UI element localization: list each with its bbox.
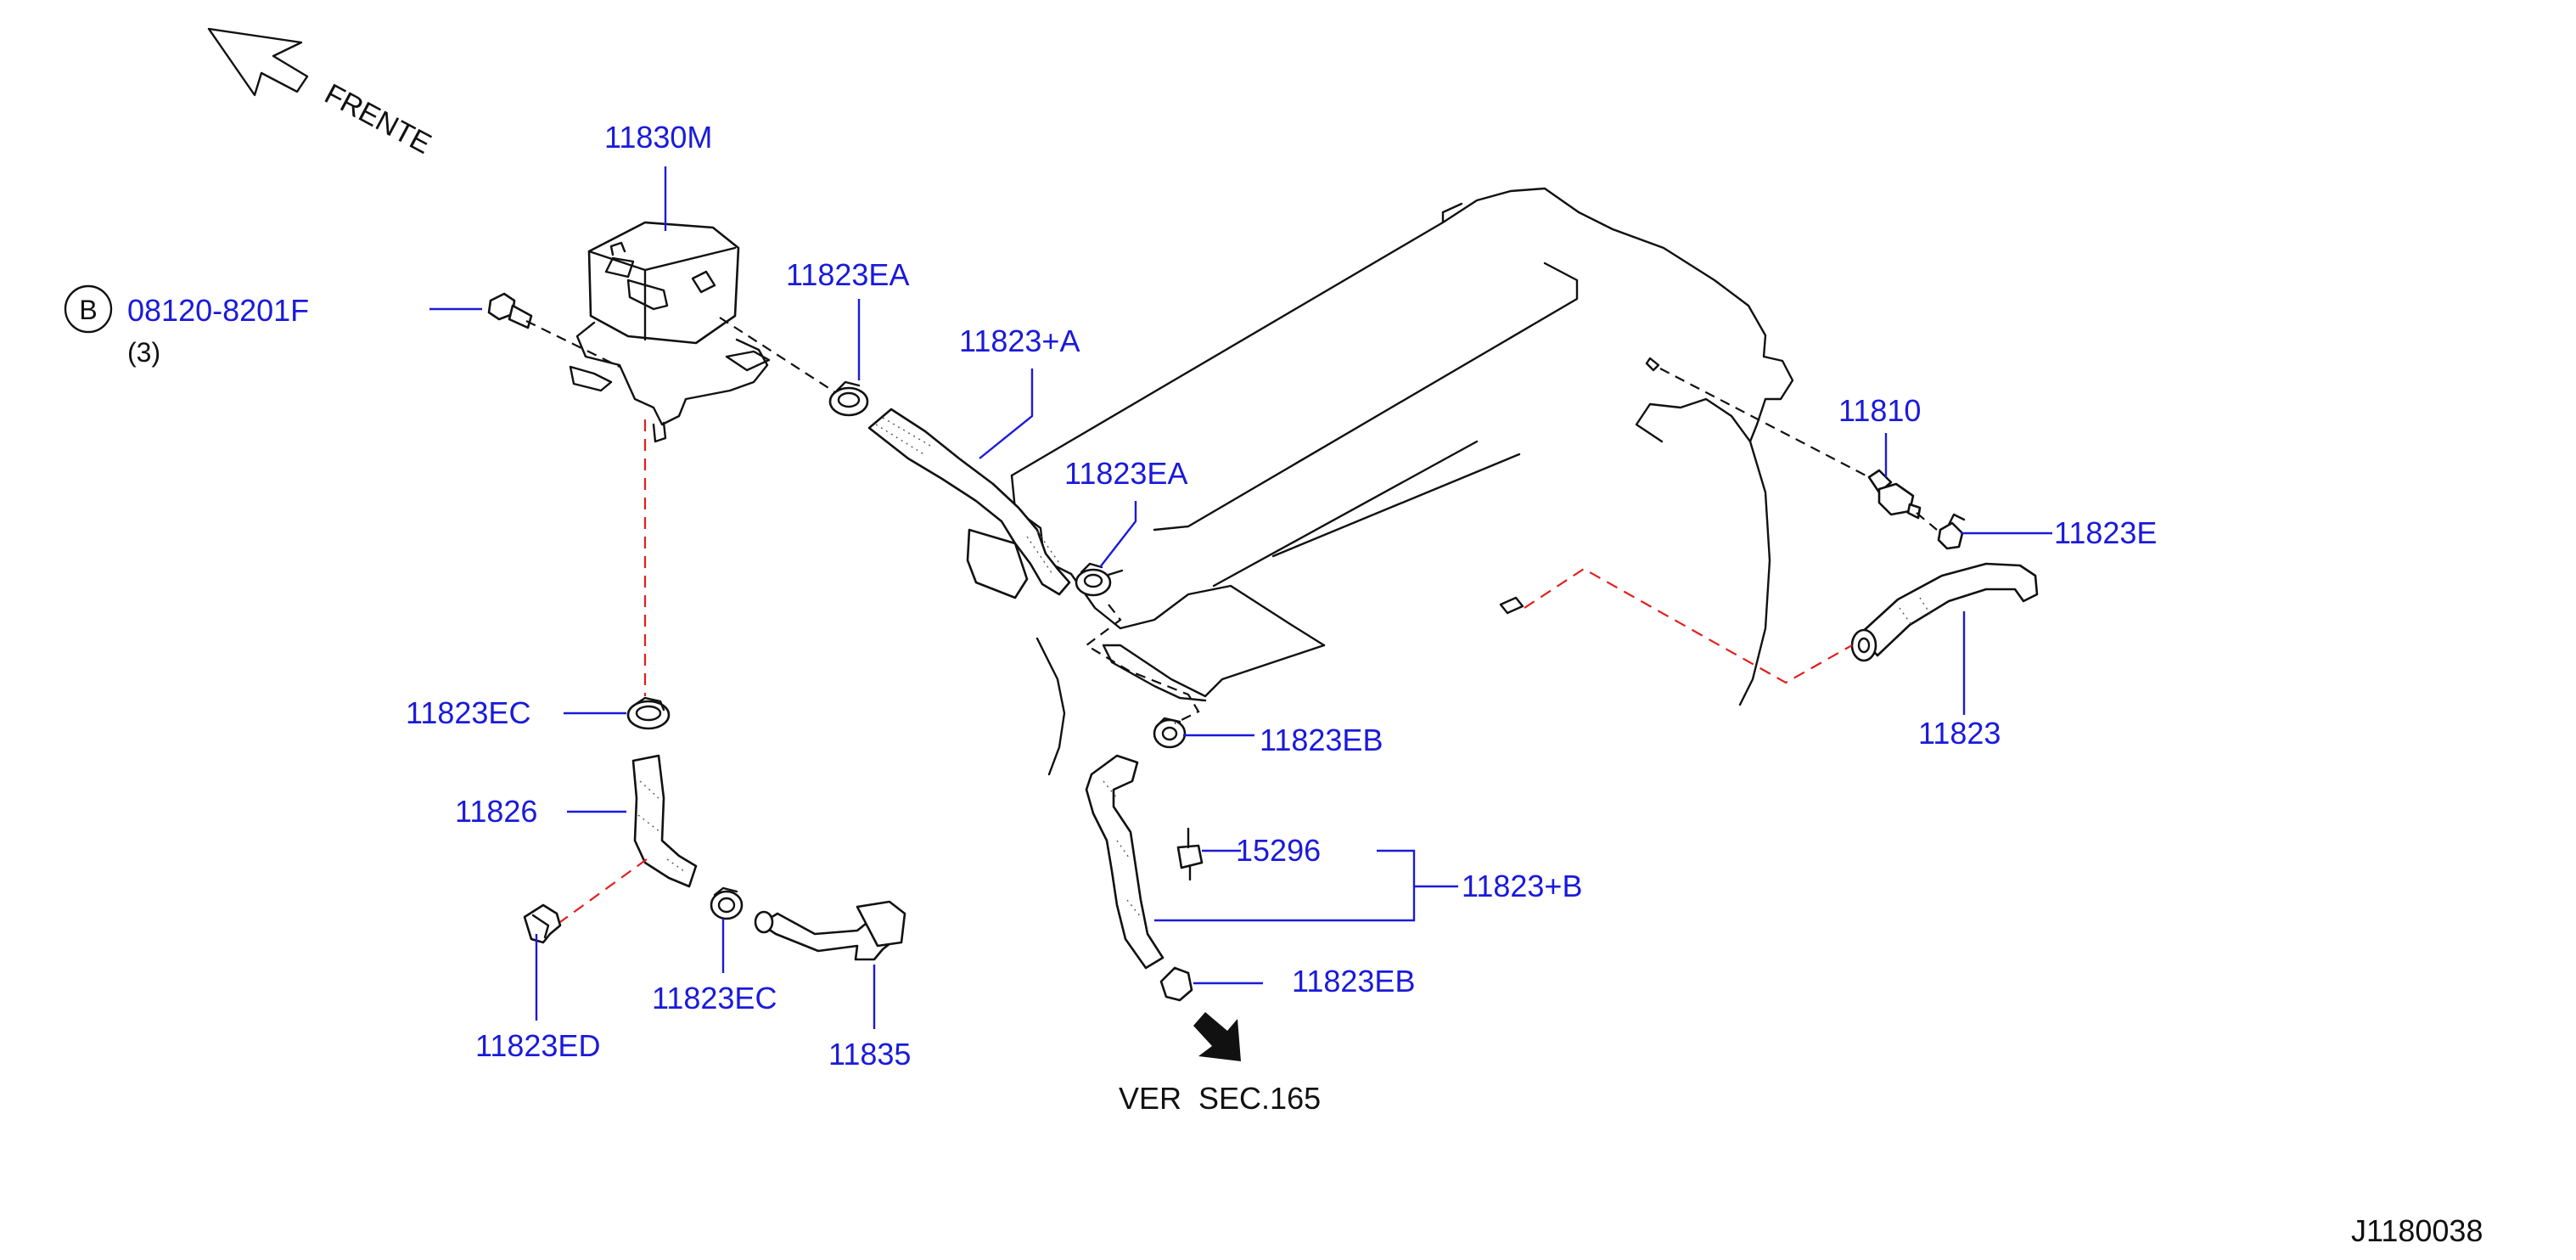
- section-reference: VER SEC.165: [1119, 1081, 1321, 1116]
- label-11823EC-left: 11823EC: [406, 695, 530, 730]
- label-11823EB-top: 11823EB: [1260, 723, 1383, 757]
- label-11823EB-bottom: 11823EB: [1292, 964, 1415, 998]
- clamp-11823E: [1937, 513, 1966, 550]
- bolt-08120-8201F: [487, 292, 533, 329]
- bolt-quantity-label: (3): [127, 337, 160, 368]
- clamp-11823EA-top: [828, 380, 869, 417]
- label-11823ED: 11823ED: [475, 1028, 600, 1063]
- bolt-marker-circle-icon: [64, 284, 113, 334]
- leader-lines: [429, 166, 2052, 1029]
- bolt-marker-letter: B: [79, 295, 97, 325]
- label-11823EA-mid: 11823EA: [1064, 456, 1187, 491]
- assembly-guide-lines: [525, 317, 1938, 923]
- diagram-id: J1180038: [2351, 1213, 2483, 1248]
- label-11823B: 11823+B: [1462, 869, 1582, 903]
- engine-outline: [1010, 187, 1794, 776]
- clamp-11823EA-mid: [1075, 562, 1112, 597]
- label-11823: 11823: [1918, 716, 2001, 751]
- clamp-11823ED: [523, 903, 562, 944]
- label-11826: 11826: [455, 794, 537, 829]
- oil-separator-11830M: [569, 221, 771, 443]
- label-11835: 11835: [828, 1037, 911, 1072]
- clamp-11823EC-left: [626, 696, 671, 730]
- clamp-11823EC-bottom: [710, 886, 744, 920]
- label-11823A: 11823+A: [959, 323, 1080, 358]
- front-direction-label: FRENTE: [319, 78, 436, 160]
- label-11823E: 11823E: [2054, 515, 2157, 550]
- clamp-11823EB-top: [1153, 717, 1187, 749]
- hose-11823A: [867, 408, 1071, 599]
- connector-15296: [1176, 827, 1204, 881]
- front-direction-arrow-icon: [207, 27, 309, 97]
- label-11823EA-top: 11823EA: [786, 257, 909, 292]
- clamp-11823EB-bottom: [1159, 966, 1193, 1002]
- hose-11823B: [1085, 754, 1165, 970]
- hose-11823: [1850, 562, 2039, 662]
- label-11810: 11810: [1838, 393, 1921, 428]
- label-11823EC-bottom: 11823EC: [652, 981, 777, 1015]
- label-15296: 15296: [1236, 833, 1321, 868]
- pipe-11835: [754, 900, 906, 961]
- label-11830M: 11830M: [604, 120, 712, 155]
- reference-arrow-icon: [1193, 1012, 1241, 1061]
- valve-11810: [1867, 469, 1922, 520]
- hose-11826: [631, 754, 698, 888]
- bolt-part-label: 08120-8201F: [127, 293, 309, 328]
